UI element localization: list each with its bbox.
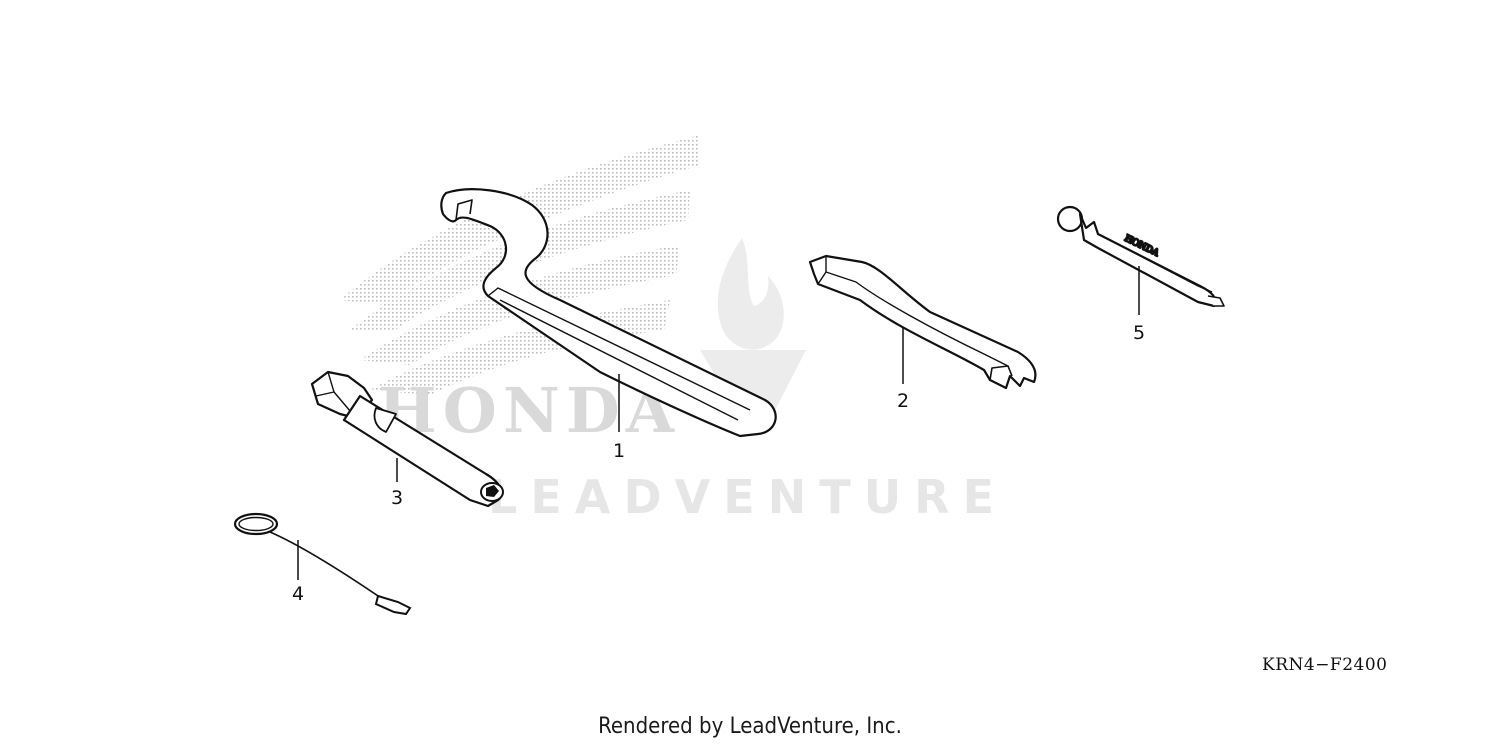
diagram-code: KRN4−F2400 xyxy=(1262,655,1388,675)
callout-5[interactable]: 5 xyxy=(1133,322,1145,344)
callout-1[interactable]: 1 xyxy=(613,440,625,462)
callout-2[interactable]: 2 xyxy=(897,390,909,412)
leader-lines xyxy=(297,266,1140,580)
part-2-spoke-wrench[interactable] xyxy=(808,254,1037,390)
leadventure-logo-watermark: LEADVENTURE xyxy=(488,238,1008,524)
leadventure-watermark-text: LEADVENTURE xyxy=(488,470,1008,524)
part-3-box-wrench[interactable] xyxy=(310,370,504,508)
callout-3[interactable]: 3 xyxy=(391,487,403,509)
callout-4[interactable]: 4 xyxy=(292,583,304,605)
footer-credit: Rendered by LeadVenture, Inc. xyxy=(598,714,902,739)
part-4-ring-cable[interactable] xyxy=(233,512,412,616)
part-5-honda-pin-tool[interactable]: HONDA xyxy=(1056,205,1225,308)
part-1-hook-wrench[interactable] xyxy=(440,188,777,438)
